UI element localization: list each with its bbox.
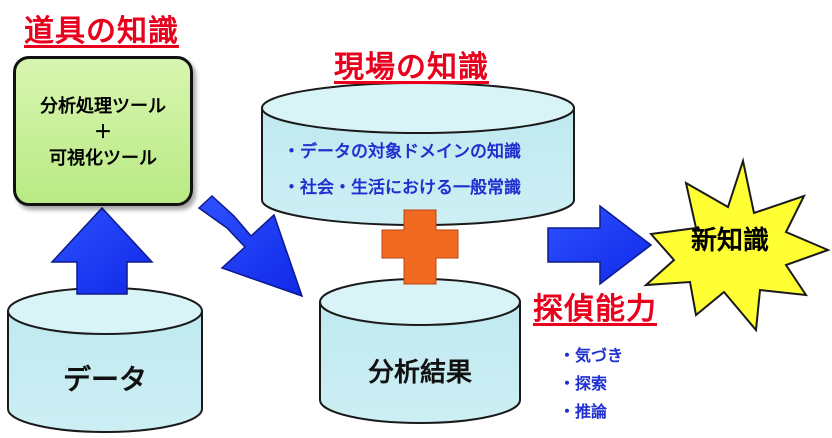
plus-icon <box>381 209 459 285</box>
ability-item-reasoning: ・推論 <box>559 402 608 421</box>
ability-item-noticing: ・気づき <box>559 346 624 365</box>
right-arrow-icon <box>547 204 653 286</box>
data-label: データ <box>62 363 147 396</box>
field-item-common-sense: ・社会・生活における一般常識 <box>283 178 521 198</box>
tool-line-analysis: 分析処理ツール <box>40 96 166 117</box>
new-knowledge-label: 新知識 <box>690 226 769 256</box>
tool-plus: ＋ <box>94 122 112 143</box>
diagonal-arrow-icon <box>197 194 304 298</box>
result-cylinder-icon <box>319 278 521 424</box>
ability-item-exploration: ・探索 <box>559 374 608 393</box>
up-arrow-icon <box>50 206 154 295</box>
tools-box: 分析処理ツール ＋ 可視化ツール <box>13 56 193 206</box>
tool-line-visualization: 可視化ツール <box>49 148 157 169</box>
tool-knowledge-heading: 道具の知識 <box>24 14 179 49</box>
exploration-ability-heading: 探偵能力 <box>533 292 657 327</box>
field-item-domain: ・データの対象ドメインの知識 <box>283 142 521 162</box>
starburst-icon <box>643 157 831 333</box>
field-knowledge-heading: 現場の知識 <box>334 50 489 85</box>
field-knowledge-cylinder-icon <box>261 82 575 226</box>
result-label: 分析結果 <box>367 358 472 388</box>
